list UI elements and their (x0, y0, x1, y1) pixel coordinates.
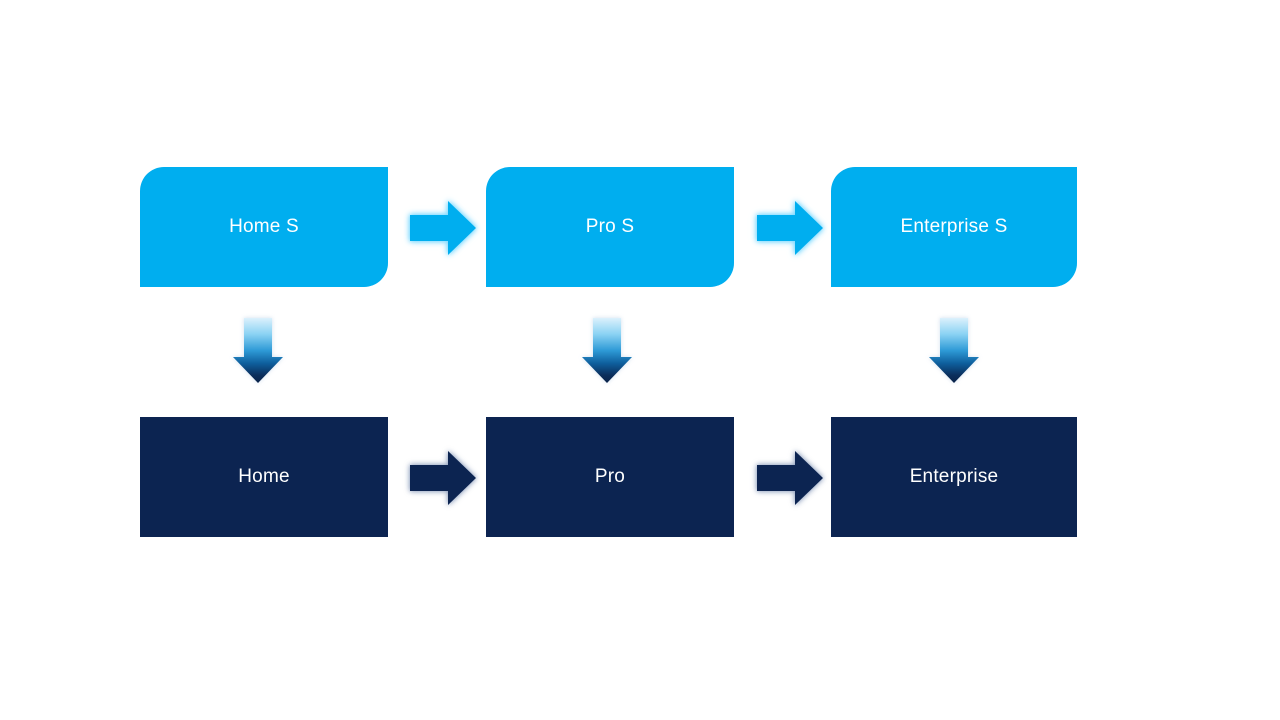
box-home: Home (140, 417, 388, 537)
arrow-down-icon (582, 318, 632, 383)
box-enterprise: Enterprise (831, 417, 1077, 537)
box-enterprise-label: Enterprise (909, 466, 999, 487)
box-pro-label: Pro (594, 466, 626, 487)
arrow-right-icon (410, 201, 476, 255)
box-enterprise-s: Enterprise S (831, 167, 1077, 287)
box-pro: Pro (486, 417, 734, 537)
box-pro-s: Pro S (486, 167, 734, 287)
box-home-label: Home (238, 466, 290, 487)
arrow-right-icon (410, 451, 476, 505)
box-home-s-label: Home S (229, 216, 299, 237)
arrow-right-icon (757, 201, 823, 255)
box-pro-s-label: Pro S (585, 216, 635, 237)
arrow-down-icon (929, 318, 979, 383)
arrow-right-icon (757, 451, 823, 505)
box-enterprise-s-label: Enterprise S (900, 216, 1008, 237)
arrow-down-icon (233, 318, 283, 383)
box-home-s: Home S (140, 167, 388, 287)
